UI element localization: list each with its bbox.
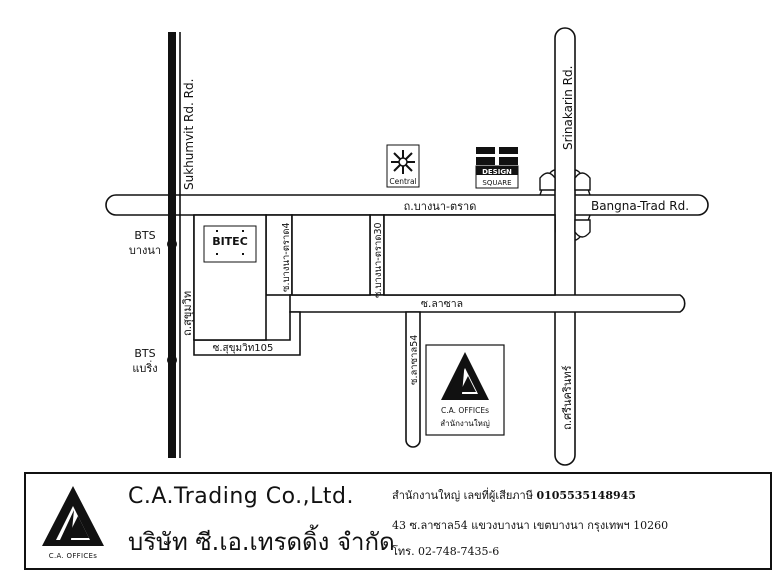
srinakarin-th-label: ถ.ศรีนครินทร์: [561, 365, 574, 430]
tax-id-line: สำนักงานใหญ่ เลขที่ผู้เสียภาษี 010553514…: [392, 486, 636, 504]
address-line: 43 ซ.ลาซาล54 แขวงบางนา เขตบางนา กรุงเทพฯ…: [392, 519, 669, 532]
bts-bearing-label-1: BTS: [134, 347, 155, 360]
soi-lasalle-54-road: [405, 311, 421, 448]
tax-id-value: 0105535148945: [536, 489, 636, 502]
bangna-trad-en-label: Bangna-Trad Rd.: [591, 199, 689, 213]
tax-id-label: สำนักงานใหญ่ เลขที่ผู้เสียภาษี: [392, 489, 533, 502]
footer-logo: C.A. OFFICEs: [34, 480, 112, 566]
bangna-trad-th-label: ถ.บางนา-ตราด: [404, 200, 477, 213]
company-name-th: บริษัท ซี.เอ.เทรดดิ้ง จำกัด: [128, 528, 395, 556]
bts-bangna-label-1: BTS: [134, 229, 155, 242]
company-footer: C.A. OFFICEs C.A.Trading Co.,Ltd. บริษัท…: [24, 472, 772, 570]
design-square-label-2: SQUARE: [482, 179, 511, 187]
central-label: Central: [389, 177, 416, 186]
ca-logo-icon: [42, 486, 104, 546]
area-map: BTS บางนา BTS แบริ่ง Sukhumvit Rd. Rd. S…: [105, 27, 709, 466]
srinakarin-en-label: Srinakarin Rd.: [561, 66, 575, 150]
soi-lasalle-54-label: ซ.ลาซาล54: [409, 335, 420, 385]
block-east: [383, 214, 556, 296]
soi-bangna-trad-4-label: ซ.บางนา-ตราด4: [281, 222, 292, 292]
soi-sukhumvit-105-road: [193, 311, 301, 356]
sukhumvit-th-label: ถ.สุขุมวิท: [181, 291, 194, 336]
interchange-loops: [539, 169, 591, 241]
ca-logo-icon: [441, 352, 489, 400]
soi-lasalle-label: ซ.ลาซาล: [421, 298, 463, 310]
bitec-landmark: BITEC: [203, 225, 257, 263]
phone-line: โทร. 02-748-7435-6: [392, 545, 500, 558]
soi-bangna-trad-30-label: ซ.บางนา-ตราด30: [373, 222, 384, 298]
footer-logo-caption: C.A. OFFICEs: [48, 552, 98, 560]
ca-offices-subcaption: สำนักงานใหญ่: [440, 419, 490, 428]
design-square-logo: DESIGN SQUARE: [475, 147, 519, 189]
bts-bangna-label-2: บางนา: [129, 244, 161, 257]
bts-bangna-marker: [167, 239, 177, 249]
soi-sukhumvit-105-label: ซ.สุขุมวิท105: [213, 343, 274, 354]
ca-offices-caption: C.A. OFFICEs: [441, 406, 489, 415]
bitec-label: BITEC: [212, 235, 248, 248]
design-square-label-1: DESIGN: [482, 168, 512, 176]
central-logo: Central: [386, 144, 420, 188]
ca-offices-marker: C.A. OFFICEs สำนักงานใหญ่: [425, 344, 505, 436]
soi-bangna-trad-4: [265, 214, 293, 296]
soi-lasalle-road: [289, 294, 686, 313]
block-middle: [291, 214, 371, 296]
intersection: [556, 196, 574, 214]
sukhumvit-en-label: Sukhumvit Rd. Rd.: [182, 79, 196, 190]
bts-bearing-marker: [167, 355, 177, 365]
bts-bearing-label-2: แบริ่ง: [132, 360, 157, 375]
company-name-en: C.A.Trading Co.,Ltd.: [128, 484, 354, 509]
srinakarin-road: [554, 27, 576, 466]
